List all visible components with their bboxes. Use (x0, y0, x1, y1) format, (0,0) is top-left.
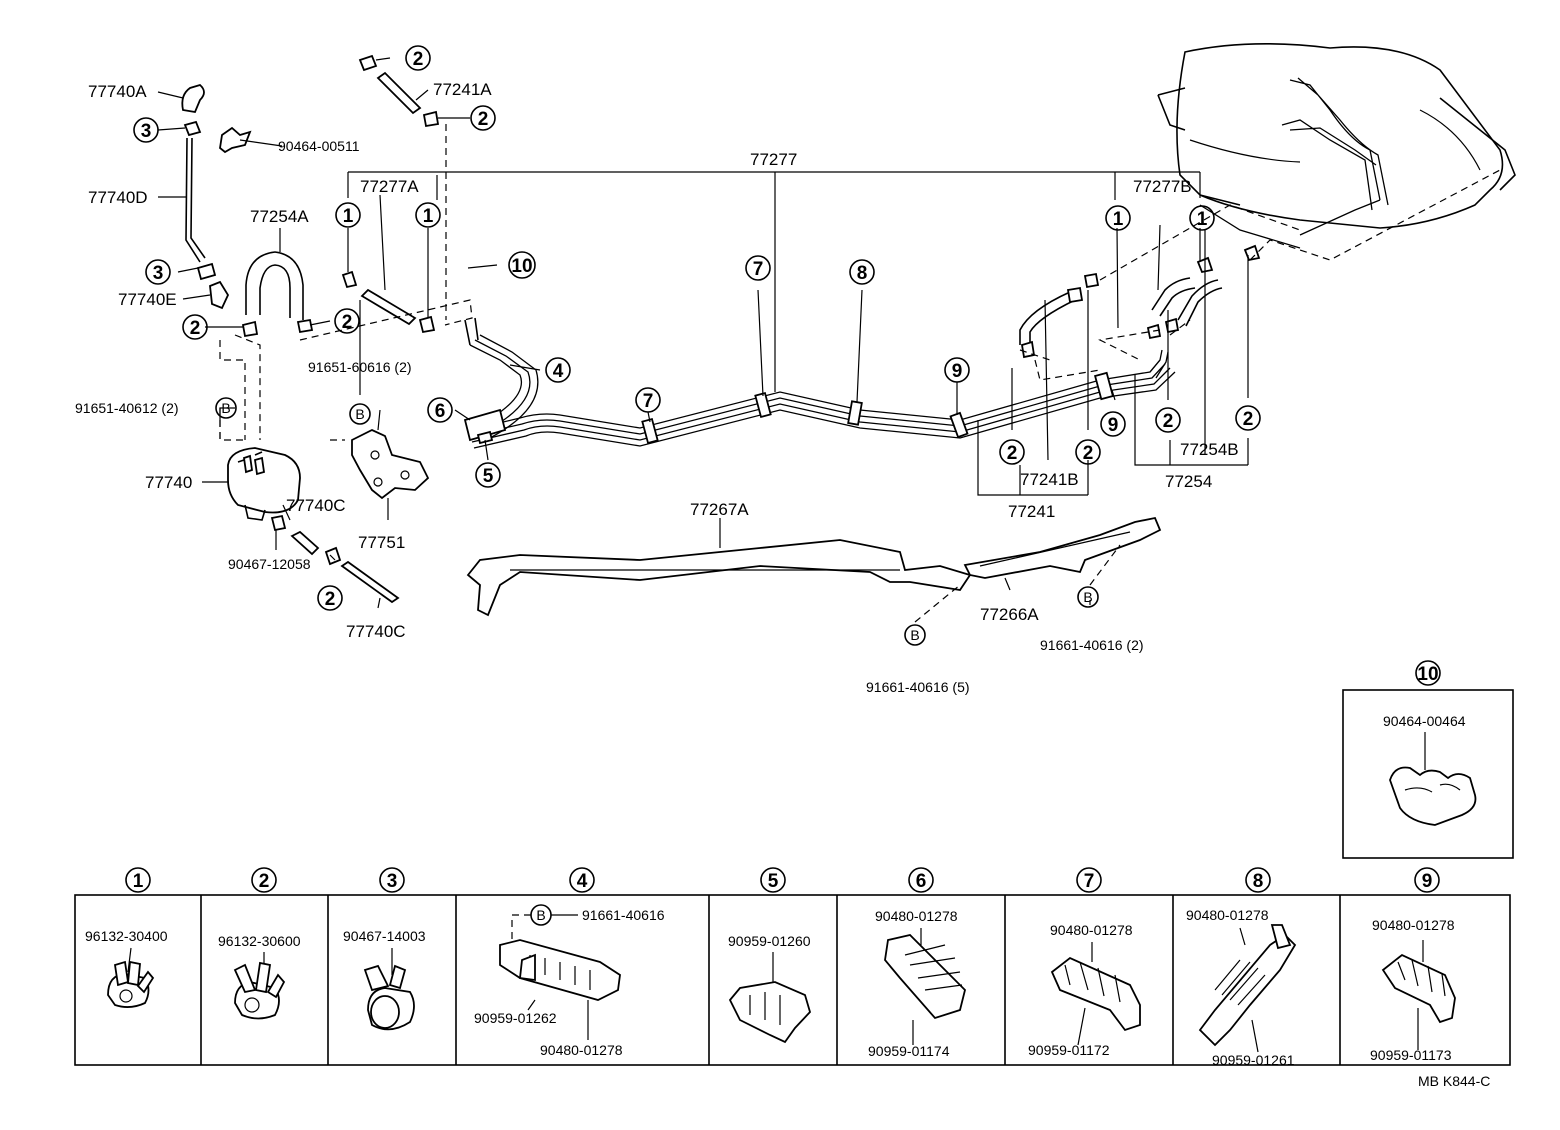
callout-9: 9 (1108, 415, 1119, 436)
inset-number: 10 (1417, 664, 1438, 685)
legend-part: 90959-01173 (1370, 1047, 1452, 1063)
legend-part: 90959-01172 (1028, 1042, 1110, 1058)
legend-num-1: 1 (133, 871, 144, 892)
legend-part: 90959-01174 (868, 1043, 950, 1059)
legend-num-8: 8 (1253, 871, 1264, 892)
fuel-pipe-bundle (463, 199, 1381, 449)
callout-2: 2 (1243, 409, 1254, 430)
label-77277B: 77277B (1133, 177, 1192, 196)
legend-part: 90959-01260 (728, 933, 811, 949)
callout-7: 7 (753, 259, 764, 280)
label-91651-40612: 91651-40612 (2) (75, 400, 179, 416)
callout-1: 1 (1197, 209, 1208, 230)
clamp-9-sketch (1381, 953, 1456, 1024)
legend-num-2: 2 (259, 871, 270, 892)
label-77266A: 77266A (980, 605, 1039, 624)
callout-3: 3 (153, 263, 164, 284)
callout-2: 2 (413, 49, 424, 70)
label-77740E: 77740E (118, 290, 177, 309)
legend-part: 90480-01278 (1050, 922, 1133, 938)
callout-1: 1 (343, 206, 354, 227)
label-77751: 77751 (358, 533, 405, 552)
clamp-legend: 1 2 3 4 5 6 7 8 9 96132-30400 96132-3060… (74, 867, 1511, 1068)
callout-2: 2 (325, 589, 336, 610)
callout-8: 8 (857, 263, 868, 284)
legend-num-5: 5 (768, 871, 779, 892)
legend-num-7: 7 (1084, 871, 1095, 892)
fuel-tank (1157, 43, 1516, 229)
label-77740: 77740 (145, 473, 192, 492)
label-77241: 77241 (1008, 502, 1055, 521)
callout-3: 3 (141, 121, 152, 142)
label-77267A: 77267A (690, 500, 749, 519)
clamp-7-sketch (1050, 956, 1141, 1032)
callout-1: 1 (1113, 209, 1124, 230)
legend-part: 90480-01278 (875, 908, 958, 924)
label-91661-40616-2: 91661-40616 (2) (1040, 637, 1144, 653)
legend-part: 90467-14003 (343, 928, 426, 944)
label-77740A: 77740A (88, 82, 147, 101)
inset-clamp-10: 10 90464-00464 (1342, 660, 1514, 859)
clamp-8-sketch (1198, 933, 1297, 1047)
callout-9: 9 (952, 361, 963, 382)
label-91661-40616-5: 91661-40616 (5) (866, 679, 970, 695)
label-77241A: 77241A (433, 80, 492, 99)
label-77740D: 77740D (88, 188, 148, 207)
left-hoses (181, 83, 400, 604)
callout-2: 2 (1007, 443, 1018, 464)
legend-part: 96132-30400 (85, 928, 168, 944)
label-90464-00511: 90464-00511 (278, 138, 360, 154)
legend-part: 90480-01278 (540, 1042, 623, 1058)
callout-10: 10 (511, 256, 532, 277)
label-77277A: 77277A (360, 177, 419, 196)
label-91651-60616: 91651-60616 (2) (308, 359, 412, 375)
callout-7: 7 (643, 391, 654, 412)
callout-B: B (1083, 589, 1092, 605)
legend-part: 90480-01278 (1186, 907, 1269, 923)
legend-part: 90480-01278 (1372, 917, 1455, 933)
clamp-5-sketch (728, 981, 812, 1044)
label-77277: 77277 (750, 150, 797, 169)
legend-part: 91661-40616 (582, 907, 665, 923)
legend-part: 90959-01261 (1212, 1052, 1295, 1068)
leader-lines (157, 57, 1249, 609)
legend-callout-B: B (536, 907, 545, 923)
legend-part: 96132-30600 (218, 933, 301, 949)
callout-B: B (355, 406, 364, 422)
legend-num-3: 3 (387, 871, 398, 892)
label-77740C-a: 77740C (286, 496, 346, 515)
label-77254B: 77254B (1180, 440, 1239, 459)
legend-part: 90959-01262 (474, 1010, 557, 1026)
callout-5: 5 (483, 466, 494, 487)
callout-B: B (221, 400, 230, 416)
legend-num-9: 9 (1422, 871, 1433, 892)
callout-6: 6 (435, 401, 446, 422)
callout-markers: 2 2 2 2 2 2 2 2 2 3 3 1 1 1 1 10 4 6 5 7… (133, 45, 1261, 646)
label-77740C-b: 77740C (346, 622, 406, 641)
callout-2: 2 (1163, 411, 1174, 432)
callout-1: 1 (423, 206, 434, 227)
callout-2: 2 (1083, 443, 1094, 464)
label-77254A: 77254A (250, 207, 309, 226)
callout-2: 2 (478, 109, 489, 130)
center-top-parts (299, 54, 479, 500)
callout-2: 2 (190, 318, 201, 339)
drawing-code: MB K844-C (1418, 1073, 1490, 1089)
callout-B: B (910, 627, 919, 643)
label-90467-12058: 90467-12058 (228, 556, 311, 572)
inset-part: 90464-00464 (1383, 713, 1466, 729)
label-77241B: 77241B (1020, 470, 1079, 489)
legend-num-6: 6 (916, 871, 927, 892)
callout-2: 2 (342, 312, 353, 333)
floor-reinforcements (466, 516, 1162, 617)
legend-num-4: 4 (577, 871, 588, 892)
callout-4: 4 (553, 361, 564, 382)
right-hoses (1019, 169, 1501, 381)
part-labels: 77740A 77740D 77740E 90464-00511 77241A … (75, 80, 1239, 695)
label-77254: 77254 (1165, 472, 1212, 491)
